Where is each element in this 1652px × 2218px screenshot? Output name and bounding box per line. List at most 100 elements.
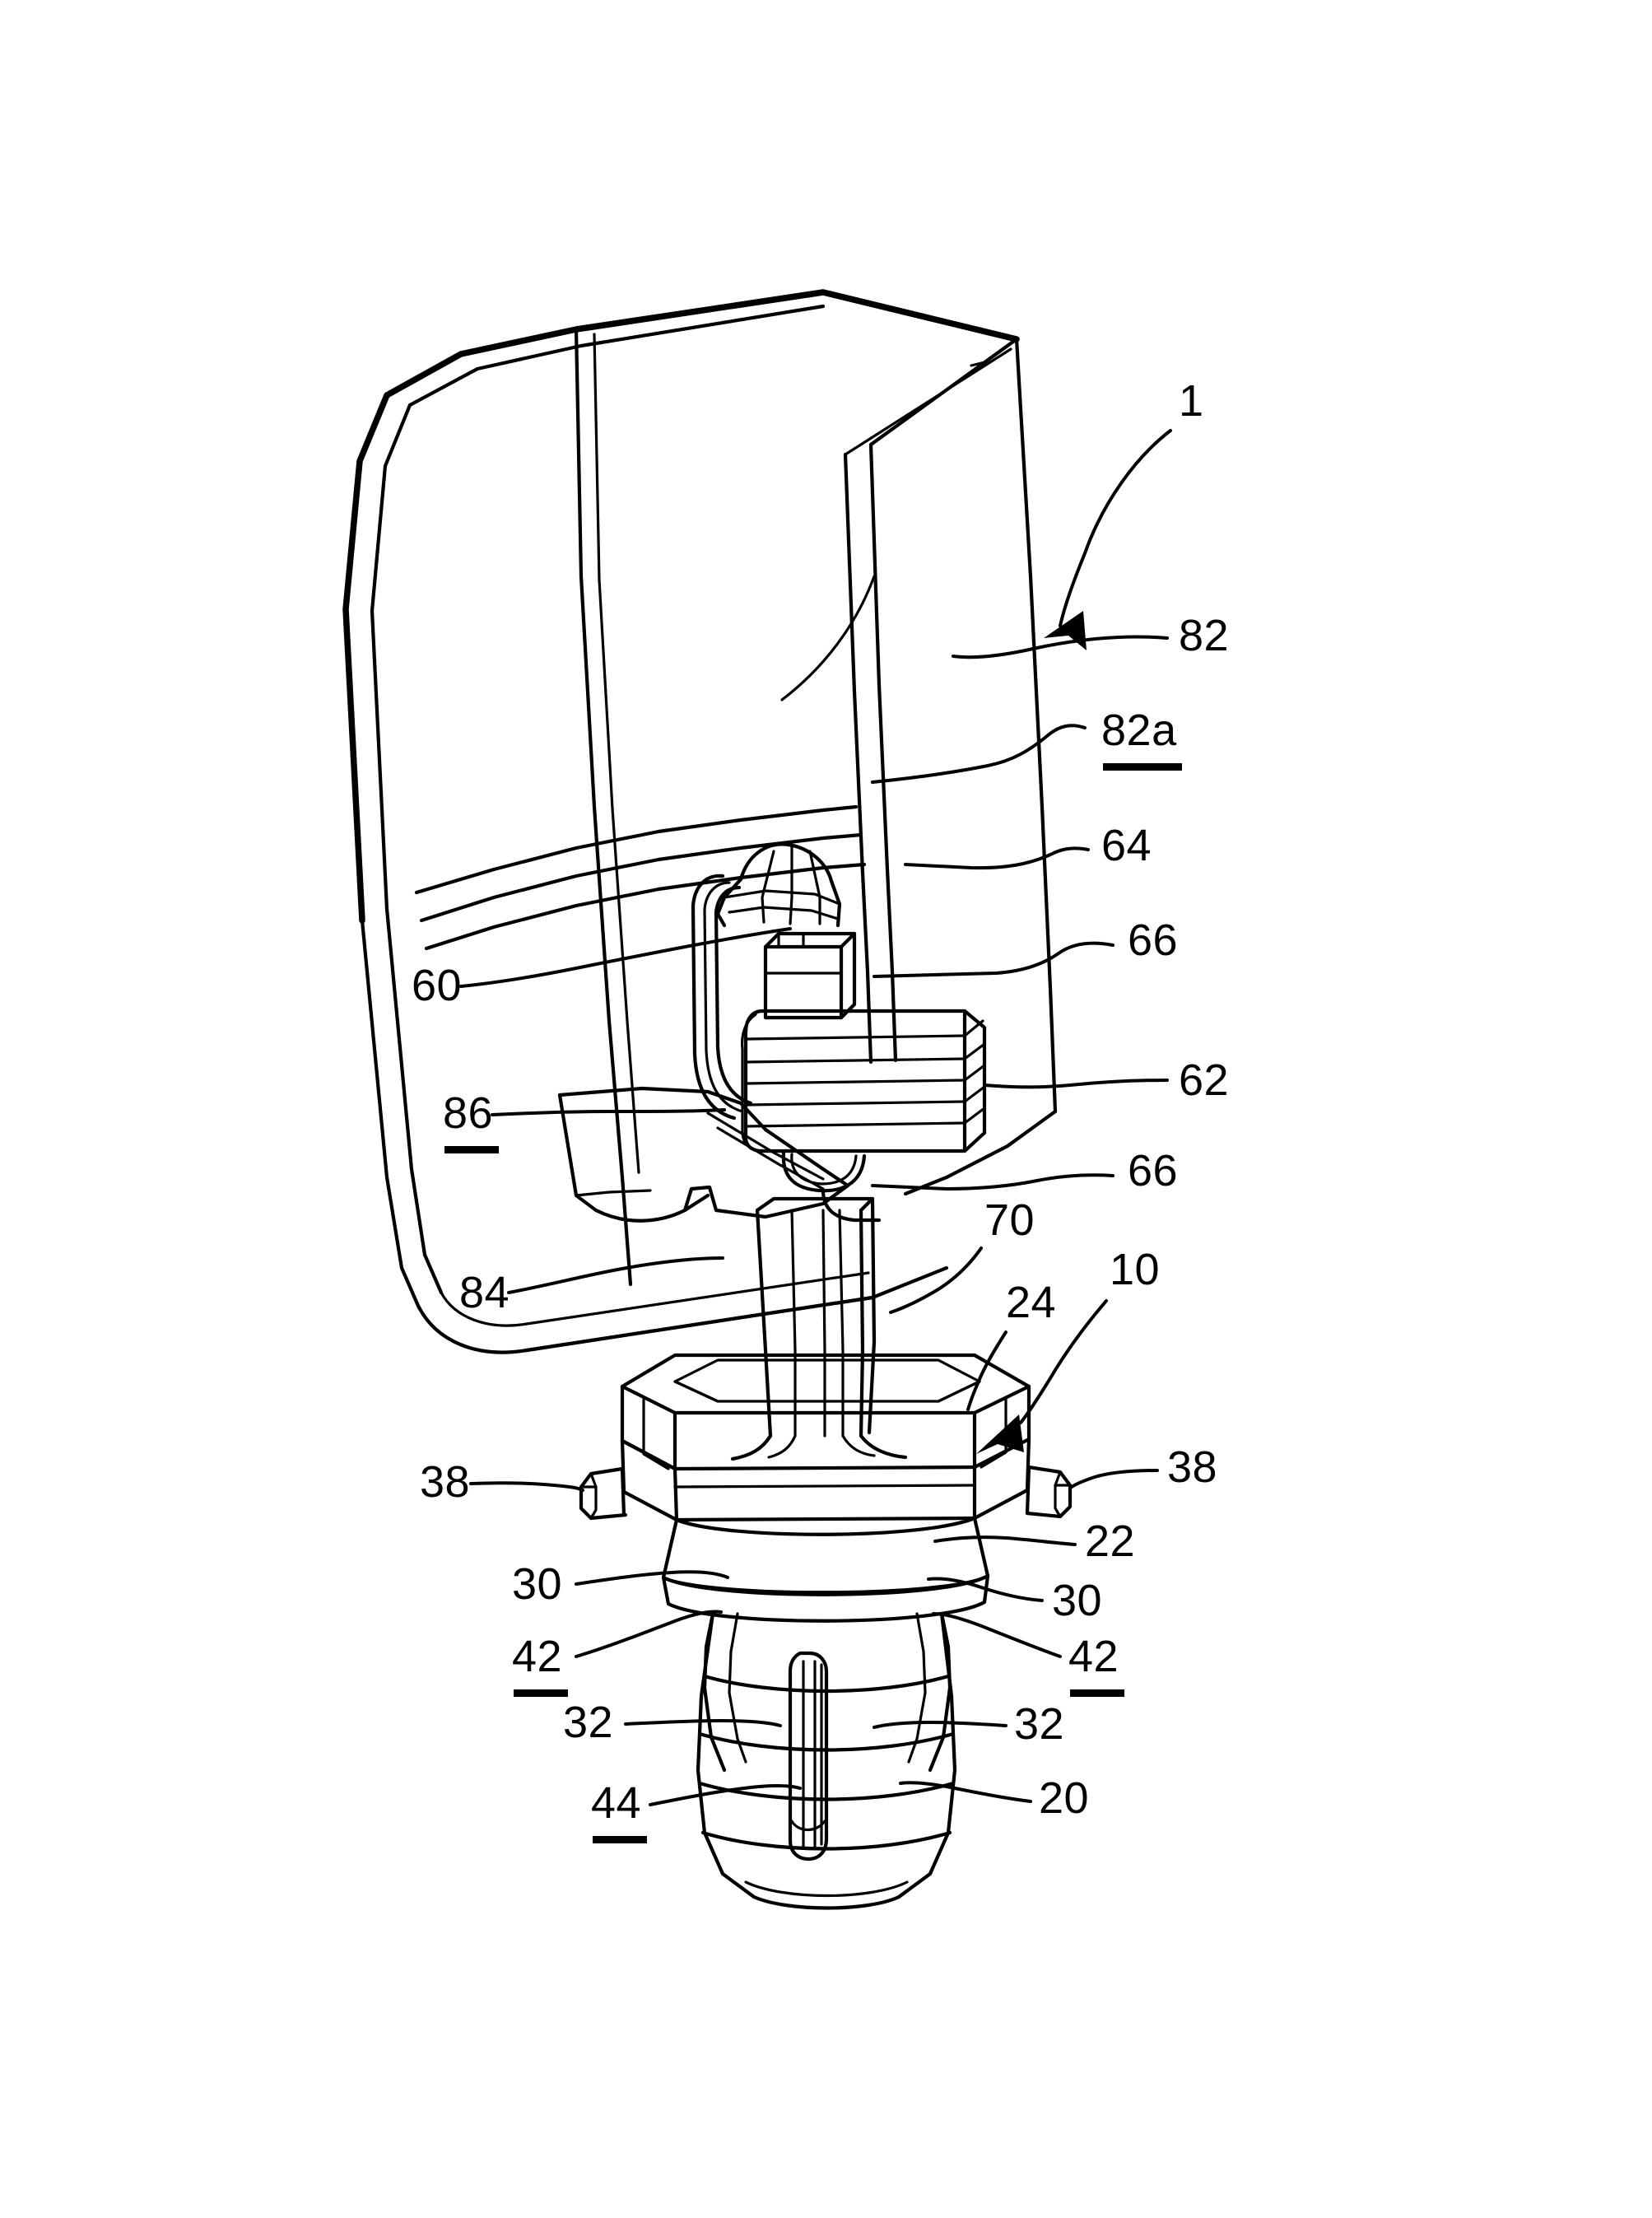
shell-left-outer-edge	[360, 918, 421, 1308]
reference-numeral-60: 60	[412, 961, 462, 1010]
flange-pillar-left	[642, 1398, 670, 1470]
leader-62	[983, 1079, 1169, 1089]
stem-top-cap	[755, 1196, 875, 1213]
numeral-underline	[593, 1836, 647, 1843]
flange-recess-diag-b	[937, 1380, 981, 1403]
leader-lines	[459, 429, 1172, 1806]
stem-left-edge	[755, 1208, 773, 1438]
shell-inner-fold-post-inner	[868, 442, 898, 1063]
numeral-label: 22	[1085, 1517, 1135, 1566]
reference-numeral-70: 70	[984, 1195, 1035, 1245]
reference-numeral-20: 20	[1039, 1773, 1089, 1823]
retainer-upper-side	[839, 931, 857, 1020]
reference-numeral-44: 44	[591, 1778, 647, 1843]
flange-pillar-right	[980, 1396, 1007, 1469]
numeral-label: 66	[1128, 1146, 1178, 1195]
clip-head-inner-b	[789, 845, 793, 925]
numeral-label: 64	[1101, 821, 1152, 870]
reference-numeral-32: 32	[1014, 1699, 1064, 1749]
shell-right-edge	[1014, 337, 1058, 1114]
numeral-label: 32	[1014, 1699, 1064, 1749]
shell-bottom-left-corner-inner	[440, 1271, 870, 1327]
shell-inner-fold-post-outer	[843, 452, 873, 1065]
reference-numeral-86: 86	[443, 1088, 499, 1153]
clip-head-outline	[738, 842, 834, 883]
numeral-label: 86	[443, 1088, 493, 1138]
numeral-label: 38	[1167, 1442, 1217, 1492]
numeral-label: 70	[984, 1195, 1035, 1245]
leader-38-right	[1070, 1469, 1159, 1489]
numeral-label: 20	[1039, 1773, 1089, 1823]
reference-numeral-10: 10	[1110, 1245, 1160, 1294]
shell-apex-bevel-b	[844, 347, 1012, 456]
wing-right-inner	[1054, 1470, 1062, 1518]
clip-spring-arm-inner	[714, 885, 753, 1106]
numeral-label: 30	[512, 1559, 562, 1609]
leader-84	[507, 1256, 724, 1294]
drum-rib-3	[744, 1064, 986, 1085]
anchor-bottom	[752, 1894, 901, 1910]
shell-foot-step-b	[593, 1193, 710, 1223]
reference-numeral-66: 66	[1128, 916, 1178, 965]
shell-left-inner-edge	[384, 906, 444, 1295]
arrowhead-10	[976, 1414, 1024, 1454]
numeral-label: 10	[1110, 1245, 1160, 1294]
numeral-underline	[1103, 763, 1182, 771]
reference-numeral-62: 62	[1179, 1055, 1229, 1105]
clip-head-facet-a	[723, 889, 841, 906]
clip-spring-arm-mid	[703, 881, 744, 1113]
barb-wing-left-inner	[728, 1612, 747, 1764]
barb-wing-right-inner	[907, 1612, 927, 1764]
numeral-label: 82a	[1101, 706, 1177, 755]
numeral-label: 60	[412, 961, 462, 1010]
shell-top-ridge	[342, 289, 1020, 924]
reference-numeral-22: 22	[1085, 1517, 1135, 1566]
leader-66-lower	[871, 1173, 1115, 1191]
stem-center-b	[821, 1209, 826, 1438]
numeral-label: 42	[512, 1632, 562, 1681]
leader-38-left	[469, 1481, 584, 1492]
flange-front-wall	[672, 1465, 977, 1471]
leader-20	[899, 1781, 1032, 1803]
leader-70	[889, 1246, 983, 1314]
numeral-underline	[444, 1146, 499, 1153]
clip-head-facet-b	[728, 906, 840, 920]
shell-foot-step-c	[682, 1183, 850, 1219]
numeral-label: 32	[563, 1698, 613, 1747]
stem-foot-left	[730, 1433, 773, 1461]
collar-lower-edge	[661, 1573, 990, 1623]
leader-24	[966, 1330, 1007, 1411]
leader-32-right	[873, 1721, 1007, 1729]
leader-10	[1019, 1299, 1108, 1424]
wing-left	[579, 1466, 628, 1521]
shell-inner-face-82a	[780, 575, 876, 701]
leader-22	[933, 1535, 1077, 1546]
clip-mechanism	[691, 842, 987, 1461]
leader-30-right	[927, 1577, 1044, 1602]
wing-right	[1025, 1465, 1073, 1519]
numeral-label: 38	[420, 1457, 470, 1507]
shell-top-ridge-inner	[370, 304, 826, 911]
drum-rib-5	[746, 1107, 986, 1128]
retainer-lower-inner	[790, 1153, 858, 1186]
reference-numeral-84: 84	[459, 1268, 510, 1317]
reference-numeral-38: 38	[1167, 1442, 1217, 1492]
anchor-bottom-inner	[744, 1880, 909, 1898]
reference-numeral-42: 42	[512, 1632, 568, 1697]
flange-recess-diag-a	[673, 1380, 719, 1403]
shell-fold-line-left	[574, 327, 633, 1287]
stem-center-a	[790, 1209, 797, 1438]
shell-right-bottom	[903, 1109, 1058, 1196]
barb-wing-right-outer	[928, 1611, 952, 1773]
wing-left-inner	[589, 1472, 598, 1520]
reference-numeral-1: 1	[1179, 376, 1203, 426]
leader-82a	[871, 724, 1087, 784]
leader-86	[491, 1108, 726, 1116]
reference-numeral-82: 82	[1179, 611, 1229, 660]
drum-rib-2	[744, 1042, 986, 1064]
flange-band-front	[674, 1516, 977, 1522]
reference-numeral-24: 24	[1006, 1278, 1056, 1327]
flange-band-front-edge-l	[672, 1466, 679, 1522]
